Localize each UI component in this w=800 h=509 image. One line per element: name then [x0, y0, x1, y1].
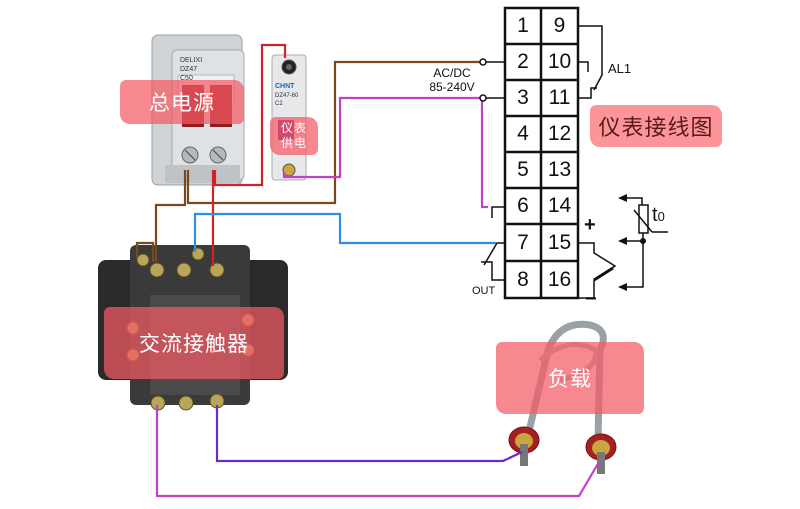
wiring-diagram-title: 仪表接线图 — [590, 105, 722, 147]
arrow-icon — [618, 283, 627, 291]
wire-magenta-jumper — [480, 98, 488, 209]
rtd-junction — [640, 238, 646, 244]
meter-power-label-line1: 仪表 — [280, 121, 307, 135]
terminal-15: 15 — [547, 230, 572, 254]
terminal-4: 4 — [517, 122, 529, 145]
wire-brown-supply — [186, 60, 480, 205]
wire-magenta-meter — [282, 96, 480, 179]
terminal-12: 12 — [547, 122, 572, 145]
main-power-label: 总电源 — [120, 80, 244, 124]
terminal-9: 9 — [553, 14, 566, 37]
terminal-node-3 — [479, 94, 487, 102]
arrow-icon — [618, 194, 627, 202]
contactor-label: 交流接触器 — [104, 307, 284, 379]
main-breaker-brand: DELIXI — [180, 57, 202, 64]
output-relay-contact — [481, 206, 505, 281]
wire-blue-coil — [193, 212, 496, 252]
sensor-label-sub: 0 — [657, 209, 665, 224]
alarm-label: AL1 — [608, 61, 632, 76]
supply-leads — [486, 61, 505, 99]
wire-purple-load — [215, 405, 523, 463]
terminal-11: 11 — [548, 86, 571, 109]
meter-breaker-model: DZ47-60 — [275, 93, 299, 99]
thermocouple-symbol — [578, 242, 617, 299]
sensor-label: t0 — [652, 205, 665, 225]
terminal-block — [503, 6, 580, 300]
terminal-2: 2 — [517, 50, 529, 73]
meter-breaker-rating: C2 — [275, 101, 283, 107]
supply-voltage-label: 85-240V — [429, 80, 475, 94]
meter-power-label: 仪表 供电 — [270, 117, 318, 155]
terminal-6: 6 — [517, 194, 529, 217]
output-label: OUT — [472, 285, 496, 297]
terminal-16: 16 — [547, 267, 572, 291]
meter-breaker-brand: CHNT — [275, 83, 295, 90]
terminal-5: 5 — [517, 158, 529, 181]
main-breaker-model: DZ47 — [180, 66, 197, 73]
main-breaker-rating: C50 — [180, 75, 193, 82]
alarm-relay-contact — [578, 25, 603, 99]
rtd-sensor-symbol — [620, 197, 668, 288]
wire-brown-jumper — [135, 241, 155, 262]
meter-power-label-line2: 供电 — [280, 136, 307, 150]
main-breaker-model-text: DELIXI DZ47 C50 — [180, 57, 202, 82]
arrow-icon — [618, 237, 627, 245]
wire-red-meter — [213, 43, 287, 187]
supply-type-label: AC/DC — [433, 66, 471, 80]
terminal-7: 7 — [517, 230, 529, 254]
terminal-1: 1 — [517, 14, 529, 37]
wire-brown-contactor — [154, 170, 187, 262]
polarity-minus: − — [585, 288, 597, 310]
sensor-label-t: t — [652, 204, 658, 226]
polarity-plus: + — [584, 214, 596, 236]
terminal-node-2 — [479, 58, 487, 66]
load-label: 负载 — [496, 342, 644, 414]
terminal-3: 3 — [517, 86, 529, 109]
terminal-10: 10 — [547, 50, 572, 73]
terminal-13: 13 — [547, 158, 572, 181]
wire-magenta-load — [155, 405, 600, 498]
wires — [135, 43, 600, 498]
terminal-14: 14 — [547, 194, 572, 217]
terminal-8: 8 — [517, 267, 529, 291]
